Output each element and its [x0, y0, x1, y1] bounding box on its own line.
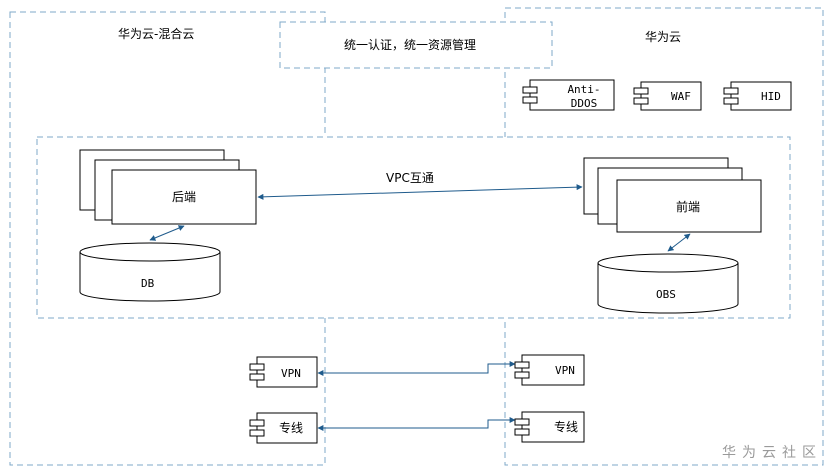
anti-ddos-component-tab-2: [522, 96, 538, 104]
vpn-left-component: [249, 356, 318, 388]
hid-label: HID: [761, 90, 781, 103]
obs-cylinder: [597, 253, 739, 314]
obs-label: OBS: [656, 288, 676, 301]
line-right-component-tab-2: [514, 428, 530, 436]
line-right-component: [514, 411, 585, 443]
frontend-label: 前端: [676, 200, 701, 214]
hid-component: [723, 81, 792, 111]
vpn-right-label: VPN: [555, 364, 575, 377]
waf-component-tab-1: [633, 87, 649, 95]
anti-ddos-label: Anti- DDOS: [567, 83, 601, 110]
db-label: DB: [141, 277, 155, 290]
vpn-right-component: [514, 354, 585, 386]
unified-management-label: 统一认证，统一资源管理: [344, 38, 477, 52]
line-right-component-tab-1: [514, 418, 530, 426]
vpc-link-label: VPC互通: [386, 171, 434, 185]
vpc-link-connector: [257, 184, 583, 200]
backend-db-connector: [149, 225, 185, 241]
hid-component-tab-1: [723, 87, 739, 95]
hybrid-cloud-title: 华为云-混合云: [118, 27, 195, 41]
frontend-obs-connector: [667, 233, 691, 252]
huawei-cloud-title: 华为云: [645, 30, 682, 44]
vpn-left-component-tab-2: [249, 373, 265, 381]
waf-label: WAF: [671, 90, 691, 103]
vpn-left-label: VPN: [281, 367, 301, 380]
vpn-right-component-tab-1: [514, 361, 530, 369]
backend-label: 后端: [172, 190, 197, 204]
backend-box: [111, 169, 257, 225]
line-left-label: 专线: [279, 421, 304, 435]
anti-ddos-component-tab-1: [522, 86, 538, 94]
watermark: 华为云社区: [722, 445, 822, 461]
anti-ddos-component: [522, 79, 615, 111]
frontend-box: [616, 179, 762, 233]
line-left-component: [249, 412, 318, 444]
hid-component-tab-2: [723, 97, 739, 105]
vpn-left-component-tab-1: [249, 363, 265, 371]
waf-component: [633, 81, 702, 111]
db-cylinder: [79, 242, 221, 302]
vpn-right-component-tab-2: [514, 371, 530, 379]
line-left-component-tab-2: [249, 429, 265, 437]
line-right-label: 专线: [554, 420, 579, 434]
line-connector: [317, 417, 516, 431]
line-left-component-tab-1: [249, 419, 265, 427]
vpn-connector: [317, 361, 516, 376]
waf-component-tab-2: [633, 97, 649, 105]
unified-management-box: [279, 21, 553, 69]
